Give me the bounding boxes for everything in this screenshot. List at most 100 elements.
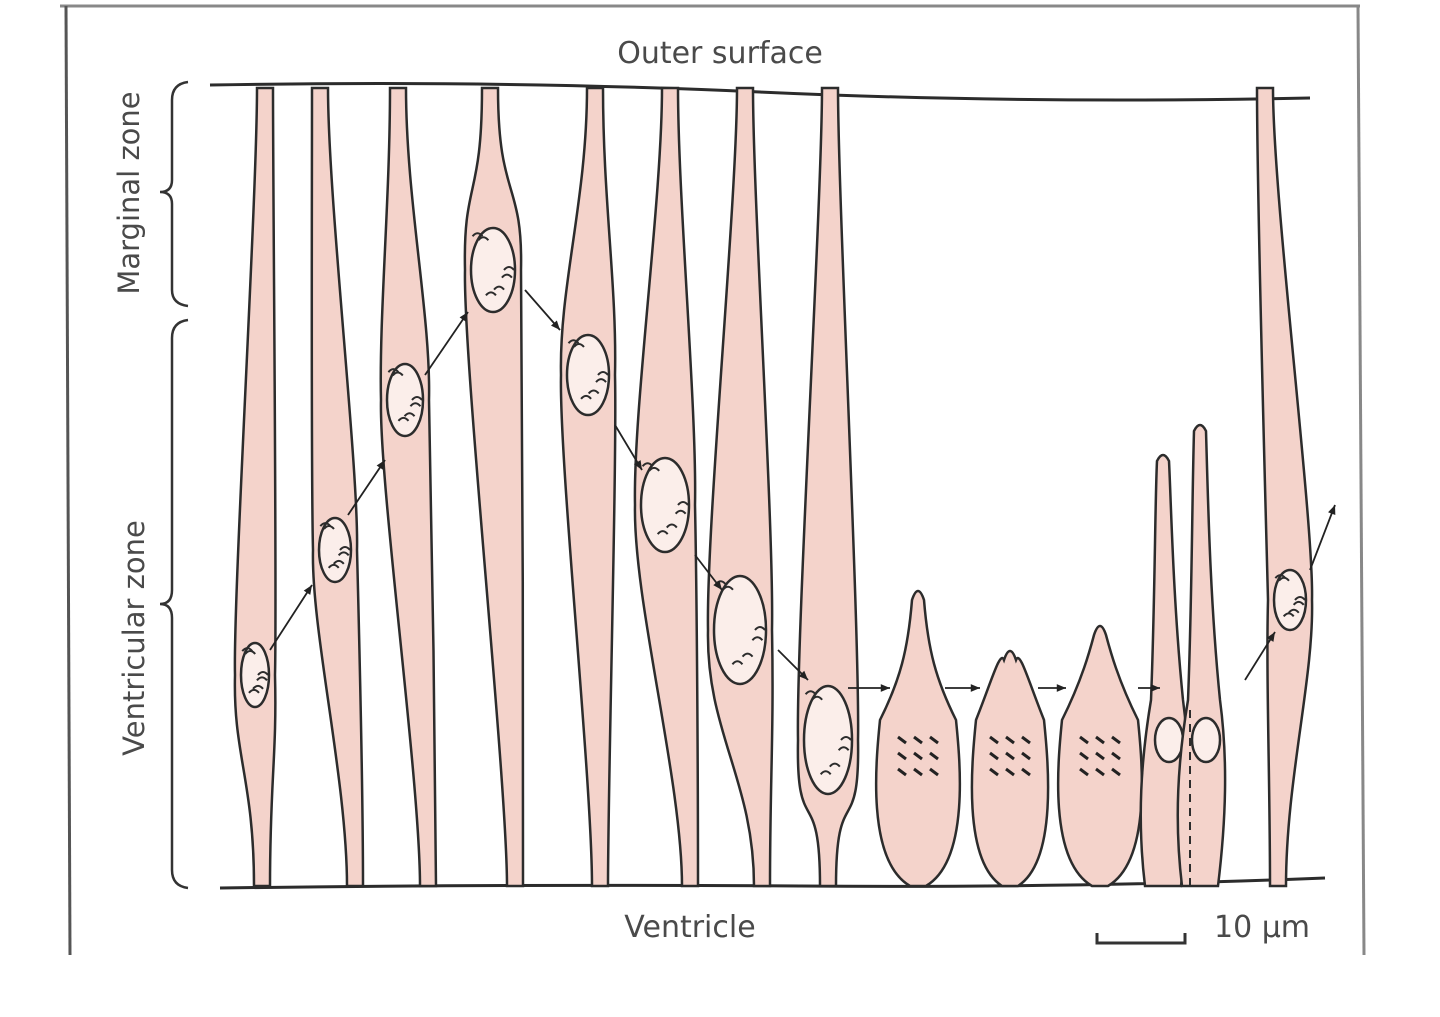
neuroepithelial-cell [1255, 86, 1314, 888]
cell-group [233, 86, 1314, 888]
ventricular-zone-label: Ventricular zone [117, 520, 151, 756]
neuroepithelial-cell [379, 86, 438, 888]
marginal-zone-label: Marginal zone [112, 91, 146, 295]
chromosome-mark [1021, 735, 1031, 745]
chromosome-mark [989, 735, 999, 745]
scale-bar-label: 10 µm [1214, 910, 1311, 945]
chromatin-mark [409, 402, 422, 407]
arrow-head [303, 585, 312, 595]
cell-nucleus [239, 641, 271, 709]
chromatin-mark [573, 342, 585, 348]
chromatin-mark [587, 389, 600, 395]
chromosome-mark [897, 767, 907, 777]
chromosome-mark [913, 735, 923, 745]
arrow-head [633, 460, 642, 470]
chromatin-mark [477, 236, 490, 241]
chromatin-mark [641, 462, 654, 467]
arrow-head [1266, 632, 1275, 642]
chromatin-mark [819, 770, 832, 775]
chromosome-mark [1079, 751, 1089, 761]
cell-nucleus [712, 574, 768, 686]
outer-surface-label: Outer surface [617, 36, 823, 71]
chromatin-mark [722, 585, 734, 591]
cell-nucleus [1190, 716, 1222, 764]
migration-arrow [424, 311, 469, 376]
cell-nucleus [469, 226, 517, 314]
chromatin-mark [257, 671, 269, 676]
neuroepithelial-cell [463, 86, 525, 888]
cell-nucleus [385, 362, 425, 438]
chromatin-mark [256, 676, 268, 682]
chromatin-mark [339, 546, 351, 551]
chromatin-mark [323, 525, 335, 530]
chromatin-mark [503, 266, 515, 271]
arrow-head [880, 684, 890, 692]
chromosome-mark [1021, 751, 1031, 761]
frame-left [64, 5, 72, 956]
chromatin-mark [1288, 608, 1300, 614]
migration-arrow [269, 584, 313, 651]
chromosome-mark [897, 751, 907, 761]
chromatin-mark [595, 378, 607, 383]
chromatin-mark [1282, 612, 1295, 618]
chromatin-mark [411, 396, 423, 401]
daughter-cell [1176, 423, 1227, 888]
chromatin-mark [248, 688, 260, 694]
arrow-head [1150, 684, 1160, 692]
chromosome-mark [897, 735, 907, 745]
neuroepithelial-cell [796, 86, 860, 888]
chromatin-mark [501, 273, 513, 279]
chromatin-mark [327, 563, 340, 569]
marginal-zone-brace [159, 80, 189, 308]
chromosome-mark [1095, 767, 1105, 777]
chromosome-mark [989, 751, 999, 761]
chromatin-mark [666, 523, 678, 529]
chromatin-mark [597, 371, 609, 376]
chromatin-mark [567, 339, 580, 344]
chromatin-mark [252, 684, 264, 690]
chromosome-mark [1095, 751, 1105, 761]
chromatin-mark [837, 746, 850, 751]
cell-nucleus [639, 456, 691, 554]
chromatin-mark [754, 626, 766, 631]
chromosome-mark [929, 767, 939, 777]
cell-nucleus [317, 516, 353, 584]
arrow-head [376, 460, 385, 470]
chromatin-mark [656, 530, 669, 535]
chromatin-mark [337, 551, 350, 557]
arrow-group [269, 289, 1336, 692]
chromatin-mark [397, 416, 410, 422]
chromosome-mark [1005, 735, 1015, 745]
chromosome-mark [1079, 735, 1089, 745]
chromatin-mark [829, 762, 841, 768]
chromatin-mark [648, 466, 660, 472]
cell-nucleus [1272, 568, 1308, 632]
chromosome-mark [1079, 767, 1089, 777]
chromatin-mark [244, 650, 256, 655]
arrow-head [551, 320, 560, 330]
chromosome-mark [1095, 735, 1105, 745]
chromosome-mark [1005, 767, 1015, 777]
chromosome-mark [913, 767, 923, 777]
chromatin-mark [387, 368, 400, 373]
chromatin-mark [811, 695, 823, 701]
chromosome-mark [989, 767, 999, 777]
chromatin-mark [731, 660, 744, 665]
arrow-head [1328, 505, 1336, 515]
ventricle-label: Ventricle [624, 910, 756, 945]
chromatin-mark [392, 371, 404, 377]
chromosome-mark [929, 735, 939, 745]
chromatin-mark [333, 559, 345, 565]
chromosome-mark [1021, 767, 1031, 777]
chromosome-mark [1111, 735, 1121, 745]
chromatin-mark [751, 636, 764, 641]
chromatin-mark [1294, 596, 1306, 601]
chromosome-mark [1111, 767, 1121, 777]
chromosome-mark [929, 751, 939, 761]
arrow-head [459, 312, 468, 322]
chromatin-mark [493, 285, 505, 291]
arrow-head [970, 684, 980, 692]
cell-nucleus [802, 684, 854, 796]
ventricular-zone-brace [159, 318, 189, 890]
